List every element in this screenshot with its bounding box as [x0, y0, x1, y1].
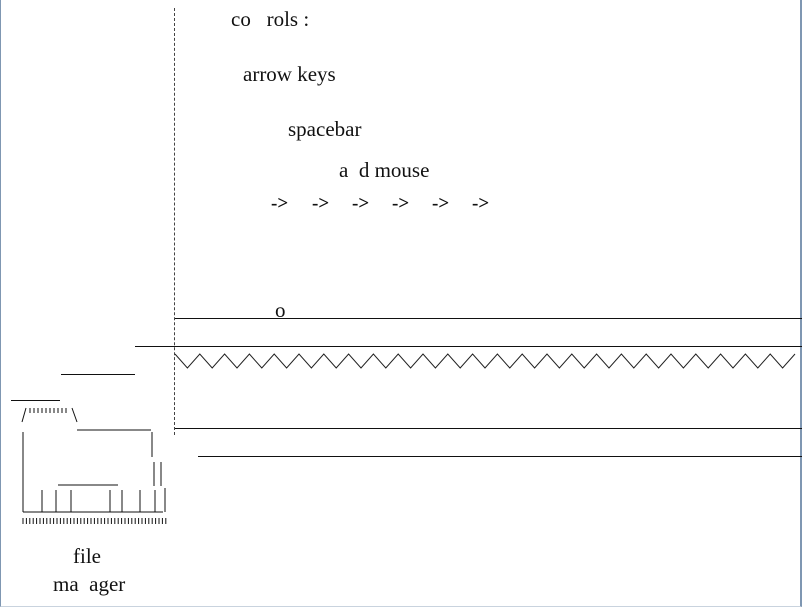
arrow-right-icon: ->	[472, 193, 490, 214]
arrow-right-icon: ->	[432, 193, 450, 214]
arena-left-wall	[174, 8, 175, 435]
ground-line-bottom	[175, 428, 802, 429]
arrow-right-icon: ->	[271, 193, 289, 214]
controls-mouse: a d mouse	[339, 158, 430, 182]
step-lower	[11, 400, 60, 401]
file-manager-label-line2[interactable]: ma ager	[53, 572, 126, 596]
controls-heading: co rols :	[231, 7, 310, 31]
file-manager-label-line1[interactable]: file	[73, 544, 101, 568]
lower-track-line	[198, 456, 802, 457]
spike-row	[174, 353, 796, 369]
ledge-line	[135, 346, 802, 347]
controls-spacebar: spacebar	[288, 117, 362, 141]
file-manager-icon[interactable]	[18, 402, 173, 532]
folder-icon	[21, 407, 167, 524]
arrow-right-icon: ->	[352, 193, 370, 214]
arrow-right-icon: ->	[392, 193, 410, 214]
player-character[interactable]: o	[275, 298, 286, 322]
step-upper	[61, 374, 135, 375]
arrow-right-icon: ->	[312, 193, 330, 214]
ground-line-top	[175, 318, 802, 319]
controls-arrow-keys: arrow keys	[243, 62, 336, 86]
